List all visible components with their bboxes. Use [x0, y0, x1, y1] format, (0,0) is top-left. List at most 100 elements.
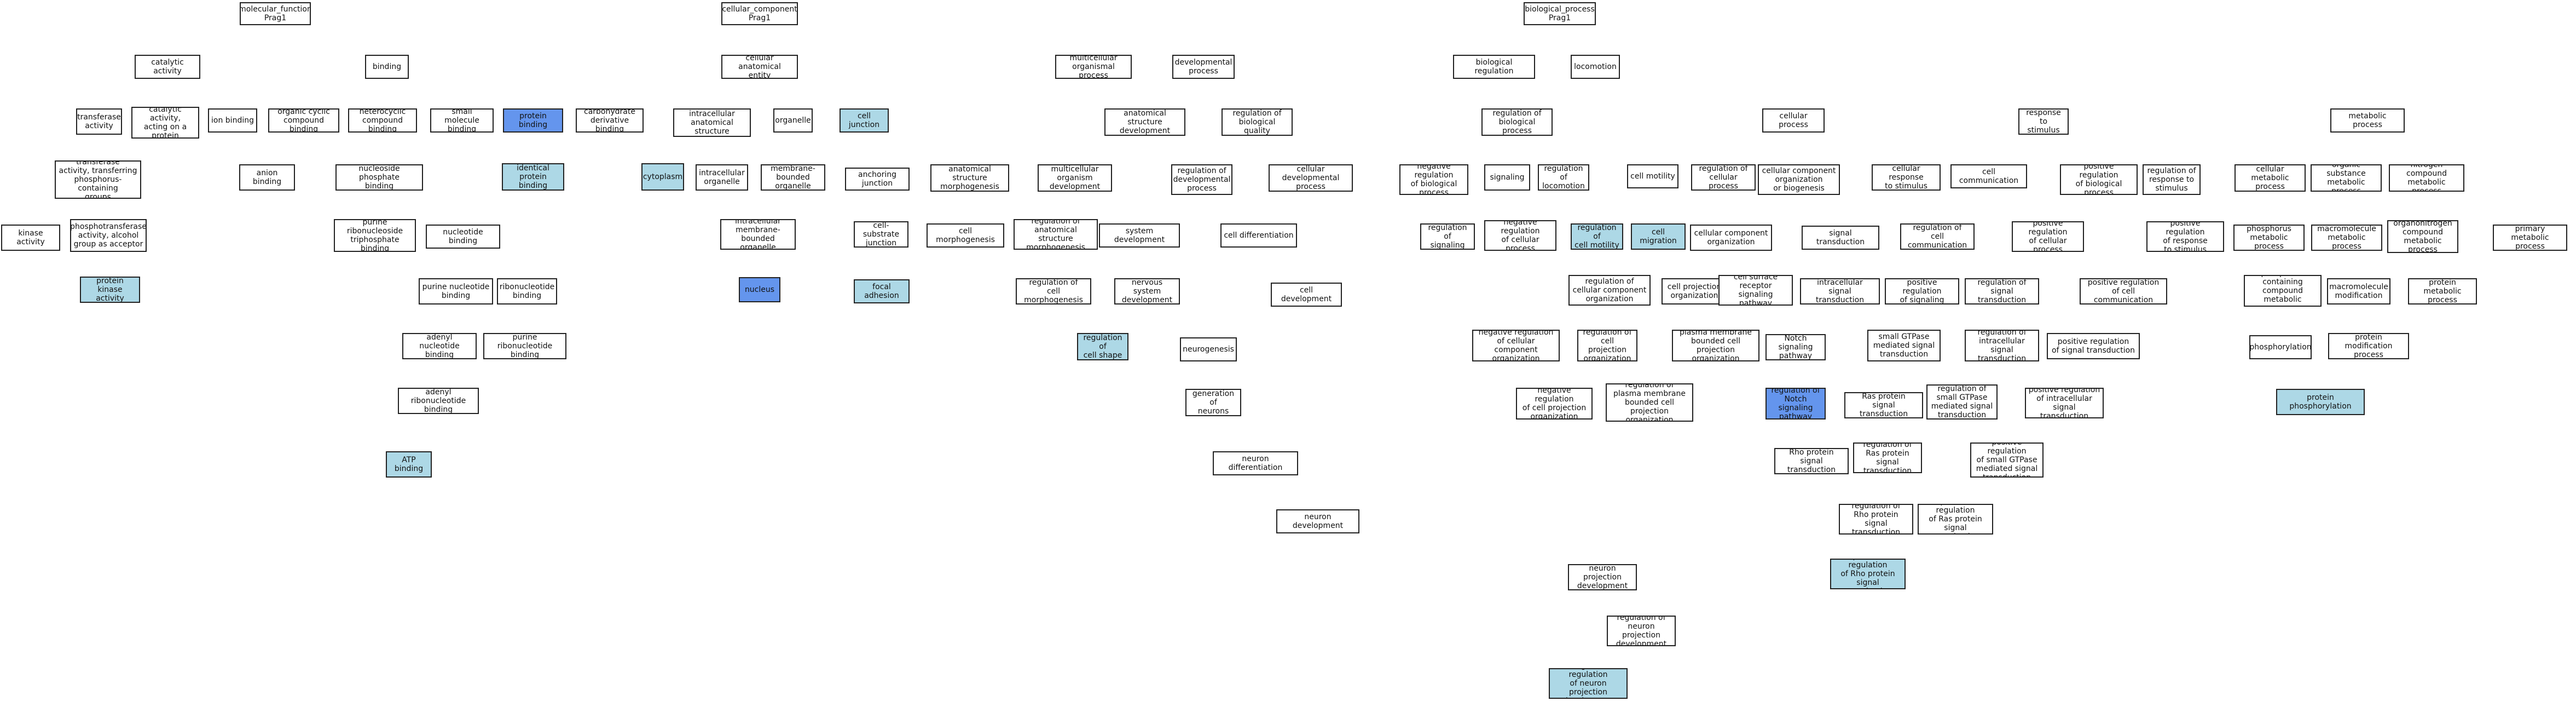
node-anchoring-junction: anchoring junction	[845, 168, 910, 191]
node-molecular-function: molecular_function Prag1	[240, 2, 311, 25]
node-protein-modification: protein modification process	[2328, 333, 2409, 359]
node-notch-signaling: Notch signaling pathway	[1765, 334, 1826, 360]
node-macromolecule-metabolic: macromolecule metabolic process	[2311, 225, 2382, 251]
node-protein-phosphorylation: protein phosphorylation	[2276, 389, 2365, 415]
node-cell-motility: cell motility	[1627, 164, 1678, 188]
node-anion-binding: anion binding	[239, 164, 295, 191]
node-kinase-activity: kinase activity	[1, 225, 60, 251]
node-cell-surface-receptor: cell surface receptor signaling pathway	[1718, 275, 1793, 306]
node-nucleotide-binding: nucleotide binding	[426, 225, 500, 249]
node-catalytic-activity: catalytic activity	[135, 55, 200, 79]
node-small-molecule-binding: small molecule binding	[430, 108, 494, 133]
node-cell-substrate: cell-substrate junction	[854, 221, 908, 248]
node-regulation-cellular-process: regulation of cellular process	[1691, 164, 1756, 191]
node-cellular-response-stimulus: cellular response to stimulus	[1872, 164, 1941, 191]
node-identical-protein: identical protein binding	[502, 163, 564, 191]
node-regulation-locomotion: regulation of locomotion	[1538, 164, 1589, 191]
node-adenyl-nucleotide: adenyl nucleotide binding	[402, 333, 477, 359]
node-regulation-intracellular-signal: regulation of intracellular signal trans…	[1965, 330, 2039, 361]
node-cell-differentiation: cell differentiation	[1220, 223, 1297, 248]
node-generation-neurons: generation of neurons	[1185, 389, 1241, 416]
node-neuron-projection-dev: neuron projection development	[1568, 564, 1637, 590]
node-positive-regulation-ras: positive regulation of Ras protein signa…	[1918, 504, 1993, 535]
node-cellular-anatomical: cellular anatomical entity	[721, 55, 798, 79]
node-signal-transduction: signal transduction	[1802, 226, 1879, 250]
node-binding: binding	[365, 55, 409, 79]
node-nervous-system-dev: nervous system development	[1114, 278, 1180, 304]
node-neurogenesis: neurogenesis	[1180, 337, 1237, 361]
node-developmental-process: developmental process	[1172, 55, 1235, 79]
node-positive-regulation-rho: positive regulation of Rho protein signa…	[1830, 559, 1906, 589]
node-nucleus: nucleus	[739, 277, 780, 302]
node-system-development: system development	[1099, 223, 1180, 248]
node-focal-adhesion: focal adhesion	[854, 279, 910, 303]
node-regulation-cellular-component-org: regulation of cellular component organiz…	[1568, 275, 1651, 306]
node-transferase-activity: transferase activity	[76, 108, 122, 135]
node-intracellular-anatomical: intracellular anatomical structure	[673, 108, 751, 137]
node-organic-cyclic: organic cyclic compound binding	[268, 108, 339, 133]
node-neuron-development: neuron development	[1276, 509, 1359, 533]
node-regulation-notch: regulation of Notch signaling pathway	[1765, 388, 1826, 420]
node-positive-regulation-response: positive regulation of response to stimu…	[2146, 221, 2224, 252]
node-biological-process: biological_process Prag1	[1524, 2, 1596, 25]
node-metabolic-process: metabolic process	[2330, 108, 2405, 133]
node-positive-regulation-cell-communication: positive regulation of cell communicatio…	[2080, 278, 2167, 304]
node-regulation-rho: regulation of Rho protein signal transdu…	[1839, 504, 1913, 535]
node-neuron-differentiation: neuron differentiation	[1213, 451, 1298, 475]
node-organic-substance-metabolic: organic substance metabolic process	[2311, 164, 2382, 192]
node-purine-ribonucleoside: purine ribonucleoside triphosphate bindi…	[334, 219, 416, 252]
node-purine-nucleotide: purine nucleotide binding	[419, 278, 493, 304]
node-intracellular-signal-transduction: intracellular signal transduction	[1800, 278, 1880, 304]
node-regulation-anatomical-morphogenesis: regulation of anatomical structure morph…	[1014, 219, 1098, 250]
node-small-gtpase: small GTPase mediated signal transductio…	[1867, 330, 1941, 361]
node-anatomical-morphogenesis: anatomical structure morphogenesis	[930, 164, 1009, 192]
node-regulation-developmental: regulation of developmental process	[1171, 164, 1232, 195]
node-positive-regulation-small-gtpase: positive regulation of small GTPase medi…	[1970, 443, 2044, 478]
node-adenyl-ribonucleotide: adenyl ribonucleotide binding	[398, 388, 479, 414]
node-regulation-neuron-projection: regulation of neuron projection developm…	[1607, 616, 1676, 646]
node-regulation-of-signaling: regulation of signaling	[1420, 223, 1475, 250]
node-rho-protein-signal: Rho protein signal transduction	[1774, 448, 1849, 474]
node-plasma-membrane-bounded: plasma membrane bounded cell projection …	[1672, 330, 1759, 361]
node-negative-regulation-cellular-component-org: negative regulation of cellular componen…	[1472, 330, 1560, 361]
node-regulation-biological-quality: regulation of biological quality	[1222, 108, 1293, 136]
node-nitrogen-compound-metabolic: nitrogen compound metabolic process	[2389, 164, 2464, 192]
node-regulation-ras: regulation of Ras protein signal transdu…	[1853, 443, 1922, 473]
node-phosphate-containing: phosphate-containing compound metabolic …	[2244, 275, 2322, 307]
node-cellular-component: cellular_component Prag1	[721, 2, 798, 25]
node-carbohydrate-derivative: carbohydrate derivative binding	[576, 108, 644, 133]
node-anatomical-structure-dev: anatomical structure development	[1104, 108, 1185, 136]
node-transferase-phosphorus: transferase activity, transferring phosp…	[55, 160, 141, 199]
node-cell-migration: cell migration	[1631, 223, 1686, 250]
node-ribonucleotide: ribonucleotide binding	[497, 278, 557, 304]
node-atp-binding: ATP binding	[386, 451, 432, 478]
node-response-to-stimulus: response to stimulus	[2018, 108, 2069, 135]
node-intracellular-organelle: intracellular organelle	[696, 164, 748, 191]
node-cellular-process: cellular process	[1762, 108, 1825, 133]
node-heterocyclic: heterocyclic compound binding	[348, 108, 417, 133]
node-regulation-signal-transduction: regulation of signal transduction	[1965, 278, 2039, 304]
node-intracellular-membrane: intracellular membrane-bounded organelle	[720, 219, 796, 250]
node-purine-ribonucleotide: purine ribonucleotide binding	[483, 333, 566, 359]
node-regulation-response-stimulus: regulation of response to stimulus	[2143, 164, 2201, 195]
node-multicellular-organism-dev: multicellular organism development	[1038, 164, 1112, 192]
node-cytoplasm: cytoplasm	[641, 163, 684, 191]
node-cellular-component-org: cellular component organization or bioge…	[1758, 164, 1840, 195]
node-phosphotransferase: phosphotransferase activity, alcohol gro…	[70, 219, 147, 252]
node-membrane-bounded-organelle: membrane-bounded organelle	[761, 164, 825, 191]
node-regulation-cell-morphogenesis: regulation of cell morphogenesis	[1016, 278, 1091, 304]
node-phosphorylation: phosphorylation	[2249, 335, 2312, 359]
node-nucleoside-phosphate: nucleoside phosphate binding	[335, 164, 423, 191]
node-positive-regulation-biological: positive regulation of biological proces…	[2060, 164, 2138, 195]
node-primary-metabolic: primary metabolic process	[2493, 225, 2567, 251]
node-cellular-metabolic: cellular metabolic process	[2235, 164, 2306, 192]
node-cell-projection-org: cell projection organization	[1662, 278, 1727, 304]
node-macromolecule-modification: macromolecule modification	[2327, 278, 2390, 304]
node-cell-morphogenesis: cell morphogenesis	[927, 223, 1004, 248]
node-positive-regulation-signaling: positive regulation of signaling	[1885, 278, 1959, 304]
node-signaling: signaling	[1484, 164, 1530, 191]
node-negative-regulation-cell-projection: negative regulation of cell projection o…	[1516, 388, 1593, 420]
node-locomotion: locomotion	[1571, 55, 1620, 79]
node-regulation-small-gtpase: regulation of small GTPase mediated sign…	[1926, 384, 1998, 420]
node-positive-regulation-signal-transduction: positive regulation of signal transducti…	[2047, 333, 2140, 359]
